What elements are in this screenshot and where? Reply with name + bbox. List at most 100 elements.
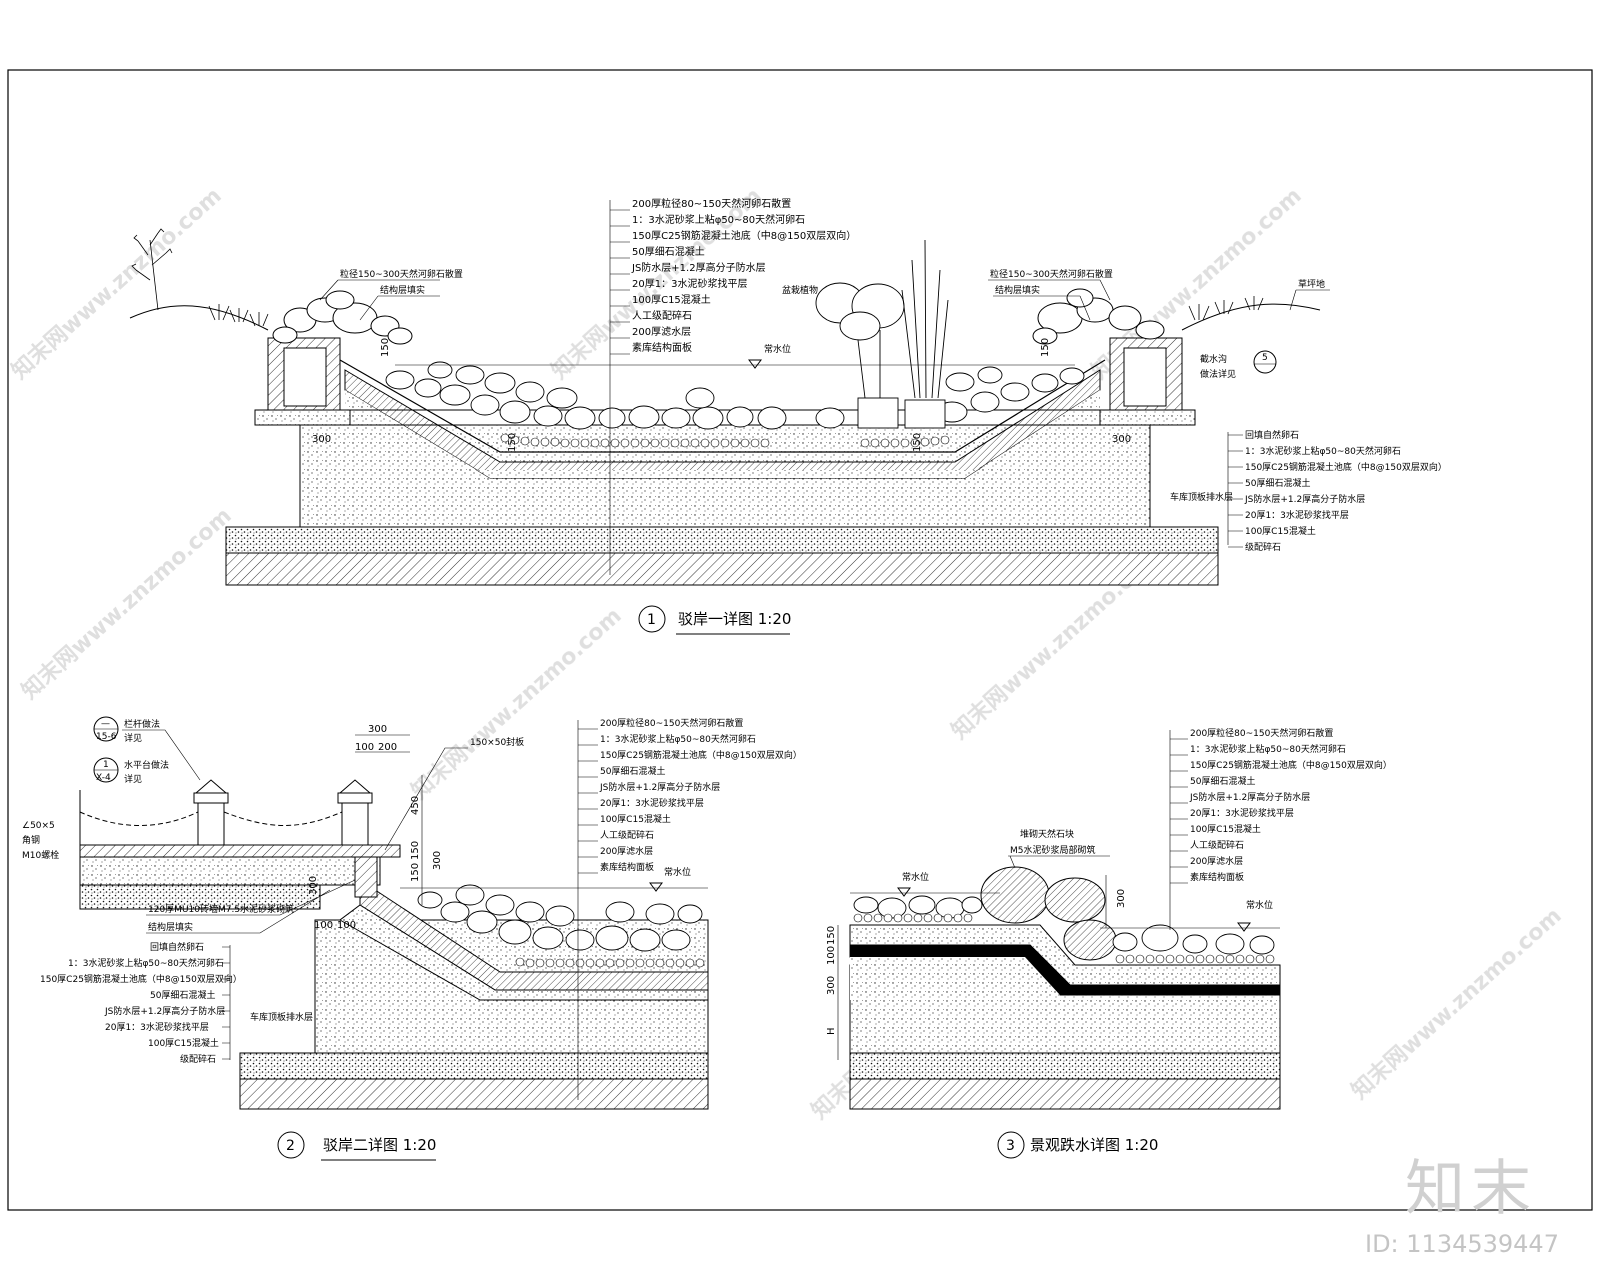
- dim-300: 300: [1116, 889, 1127, 908]
- top-note-5: 20厚1：3水泥砂浆找平层: [632, 277, 747, 290]
- right-note-1: 1：3水泥砂浆上粘φ50~80天然河卵石: [1245, 445, 1401, 457]
- drain-index: 5: [1262, 353, 1268, 363]
- lower-cobbles: [1112, 924, 1275, 955]
- drain-note: 截水沟: [1200, 353, 1227, 365]
- brand-id: ID: 1134539447: [1365, 1230, 1559, 1258]
- right-note-6: 100厚C15混凝土: [1245, 525, 1316, 537]
- top-note-7: 人工级配碎石: [1190, 839, 1244, 851]
- drain-index-circle: [1253, 350, 1277, 374]
- detail-3-marker-circle: [997, 1131, 1025, 1159]
- dim-100: 100: [826, 946, 837, 965]
- fill-note: 结构层填实: [148, 921, 193, 933]
- water-level-symbol-right: [1237, 922, 1251, 932]
- left-note-6: 100厚C15混凝土: [148, 1037, 219, 1049]
- detail-1-title: 驳岸一详图 1:20: [678, 610, 791, 628]
- base-layer-gravel: [239, 1052, 709, 1080]
- detail-3-marker: 3: [1006, 1138, 1015, 1154]
- angle-steel-2: 角钢: [22, 834, 40, 846]
- right-note-7: 级配碎石: [1245, 541, 1281, 553]
- dim-150: 150: [410, 841, 421, 860]
- top-note-7: 人工级配碎石: [632, 309, 692, 322]
- dim-150-right: 150: [1040, 338, 1051, 357]
- drain-channel-right-inner: [1123, 347, 1167, 407]
- top-note-0: 200厚粒径80~150天然河卵石散置: [600, 717, 743, 729]
- left-note-7: 级配碎石: [180, 1053, 216, 1065]
- top-note-9: 素库结构面板: [600, 861, 654, 873]
- dim-bottom-left: 150: [507, 433, 518, 452]
- platform-ref-label: 水平台做法: [124, 759, 169, 771]
- platform-deck: [79, 844, 401, 858]
- dim-150: 150: [826, 926, 837, 945]
- detail-1: 常水位 200厚粒径80~150天然河卵石散置 1：3水泥砂浆上粘φ50~80天…: [129, 197, 1447, 635]
- dim-150-left: 150: [380, 338, 391, 357]
- slope-cobbles: [417, 884, 703, 952]
- slope-concrete: [339, 904, 709, 1001]
- left-note-4: JS防水层+1.2厚高分子防水层: [104, 1005, 225, 1017]
- top-note-9: 素库结构面板: [1190, 871, 1244, 883]
- railing-ref-index: —: [101, 719, 110, 729]
- pebble-rows: [853, 913, 1275, 964]
- potted-plant: [815, 239, 949, 429]
- left-notes: 回填自然卵石 1：3水泥砂浆上粘φ50~80天然河卵石 150厚C25钢筋混凝土…: [40, 941, 242, 1065]
- railing-ref-label: 栏杆做法: [124, 718, 160, 730]
- detail-2-title: 驳岸二详图 1:20: [323, 1136, 436, 1154]
- watermark-text: 知末网www.znzmo.com: [1347, 903, 1567, 1105]
- top-note-0: 200厚粒径80~150天然河卵石散置: [1190, 727, 1333, 739]
- upper-cobbles: [853, 895, 983, 919]
- detail-2: 常水位 200厚粒径80~150天然河卵石散置 1：3水泥砂浆上粘φ50~80天…: [22, 716, 802, 1161]
- lawn-grass: [208, 296, 1264, 327]
- top-note-4: JS防水层+1.2厚高分子防水层: [631, 261, 766, 274]
- base-layer-gravel: [849, 1052, 1281, 1080]
- basin-cobbles: [385, 361, 1085, 430]
- right-stone-note: 粒径150~300天然河卵石散置: [990, 268, 1113, 280]
- top-note-8: 200厚滤水层: [1190, 855, 1243, 867]
- left-stone-note: 粒径150~300天然河卵石散置: [340, 268, 463, 280]
- basin-small-pebbles: [500, 433, 950, 448]
- right-notes: 回填自然卵石 1：3水泥砂浆上粘φ50~80天然河卵石 150厚C25钢筋混凝土…: [1228, 429, 1447, 553]
- water-level-symbol-left: [897, 887, 911, 897]
- dim-h: H: [826, 1027, 837, 1035]
- right-note-4: JS防水层+1.2厚高分子防水层: [1244, 493, 1365, 505]
- pool-basin-outline: [339, 359, 1106, 453]
- base-layer-slab: [225, 552, 1219, 586]
- dim-100: 100: [355, 742, 374, 753]
- dim-300-left: 300: [312, 434, 331, 445]
- top-note-2: 150厚C25钢筋混凝土池底（中8@150双层双向）: [1190, 759, 1392, 771]
- right-note-3: 50厚细石混凝土: [1245, 477, 1310, 489]
- right-note-5: 20厚1：3水泥砂浆找平层: [1245, 509, 1349, 521]
- drain-ref: 做法详见: [1200, 368, 1236, 380]
- dim-200: 200: [378, 742, 397, 753]
- water-level-symbol: [649, 882, 663, 892]
- plant-note: 盆栽植物: [782, 284, 818, 296]
- left-note-0: 回填自然卵石: [150, 941, 204, 953]
- top-note-1: 1：3水泥砂浆上粘φ50~80天然河卵石: [632, 213, 805, 226]
- detail-1-marker: 1: [647, 612, 656, 628]
- stone-note: 堆砌天然石块: [1020, 828, 1074, 840]
- top-note-1: 1：3水泥砂浆上粘φ50~80天然河卵石: [1190, 743, 1346, 755]
- stone-note-2: M5水泥砂浆局部砌筑: [1010, 844, 1096, 856]
- platform-base: [79, 856, 381, 886]
- top-notes: 200厚粒径80~150天然河卵石散置 1：3水泥砂浆上粘φ50~80天然河卵石…: [578, 717, 802, 874]
- top-notes: 200厚粒径80~150天然河卵石散置 1：3水泥砂浆上粘φ50~80天然河卵石…: [1170, 727, 1392, 884]
- right-note-2: 150厚C25钢筋混凝土池底（中8@150双层双向）: [1245, 461, 1447, 473]
- brand-watermark: 知末: [1405, 1154, 1537, 1224]
- railing-ref-sheet: 15-6: [96, 732, 117, 742]
- platform-ref-sheet: X-4: [96, 773, 111, 783]
- bolt-note: M10螺栓: [22, 849, 59, 861]
- dim-300v: 300: [826, 976, 837, 995]
- water-level-label: 常水位: [764, 343, 791, 355]
- sheet-frame: [7, 69, 1593, 1211]
- water-level-symbol: [748, 359, 762, 369]
- railing-ref-see: 详见: [124, 732, 142, 744]
- right-fill-note: 结构层填实: [995, 284, 1040, 296]
- platform-foundation: [79, 884, 321, 910]
- top-note-5: 20厚1：3水泥砂浆找平层: [600, 797, 704, 809]
- water-level-label: 常水位: [664, 866, 691, 878]
- edge-rocks-left: [272, 290, 413, 345]
- lawn-left: [129, 305, 269, 331]
- dim-450: 450: [410, 796, 421, 815]
- platform-ref-index: 1: [103, 760, 109, 770]
- detail-2-marker-circle: [277, 1131, 305, 1159]
- railing: [79, 779, 373, 846]
- detail-1-marker-circle: [638, 605, 666, 633]
